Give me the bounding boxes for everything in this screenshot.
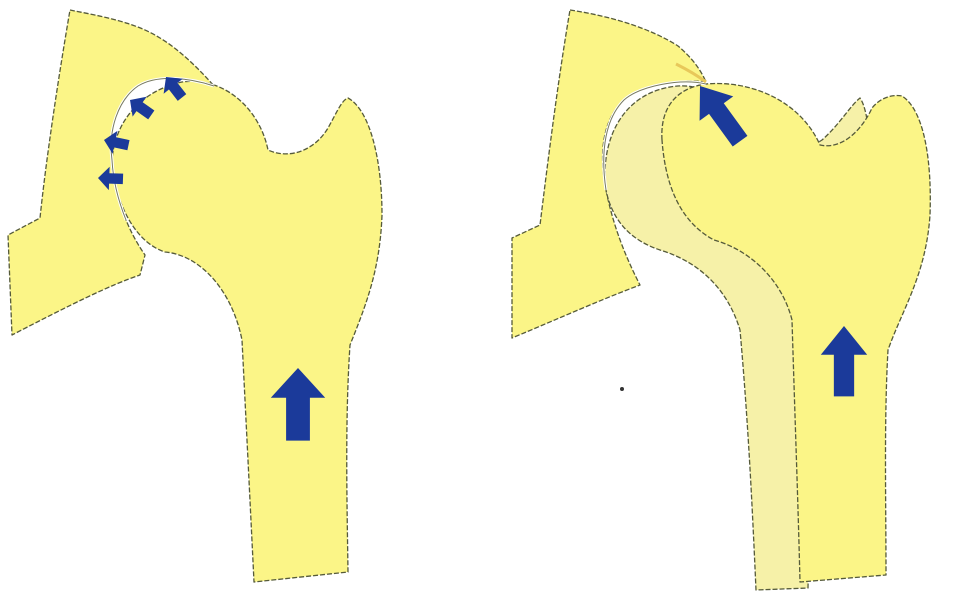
left-femur	[112, 81, 382, 582]
left-panel	[8, 10, 382, 582]
right-speck	[620, 387, 624, 391]
